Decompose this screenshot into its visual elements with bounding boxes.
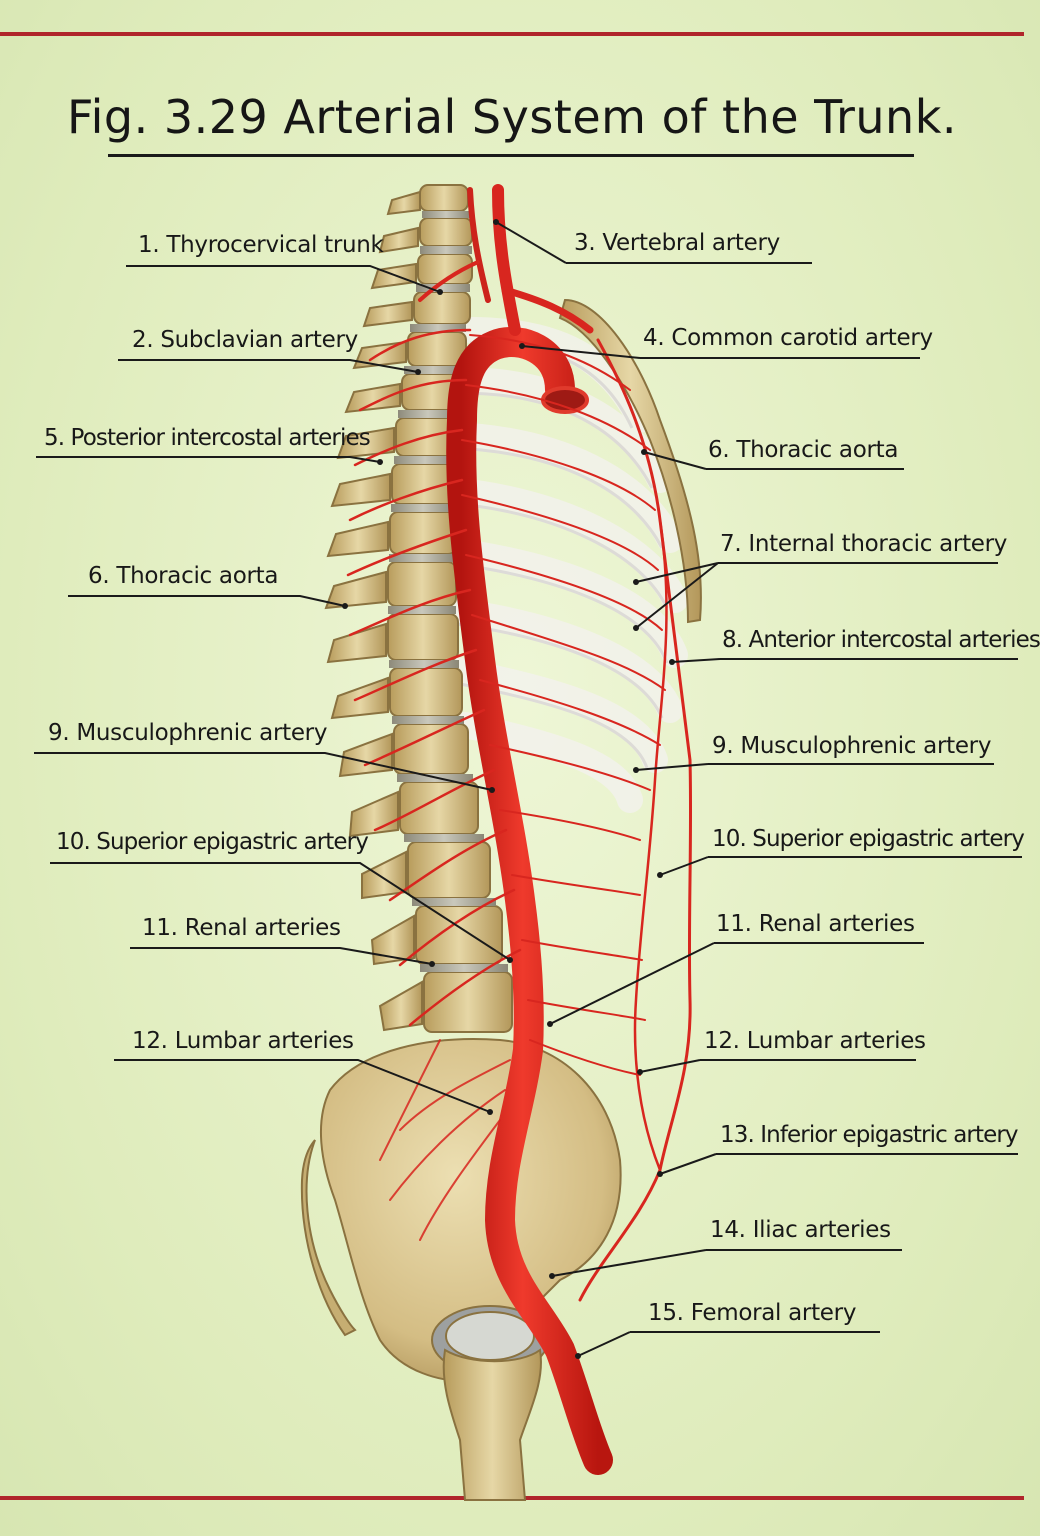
label-musculophrenic-artery-left: 9. Musculophrenic artery [48, 720, 328, 746]
sternum [558, 298, 702, 624]
label-subclavian-artery: 2. Subclavian artery [132, 327, 358, 353]
label-femoral-artery: 15. Femoral artery [648, 1300, 857, 1326]
vertebral-column [324, 184, 513, 1033]
label-posterior-intercostal-arteries: 5. Posterior intercostal arteries [44, 425, 371, 451]
label-iliac-arteries: 14. Iliac arteries [710, 1217, 891, 1243]
label-superior-epigastric-artery-right: 10. Superior epigastric artery [712, 826, 1025, 852]
label-thyrocervical-trunk: 1. Thyrocervical trunk [138, 232, 384, 258]
title-underline [108, 154, 914, 157]
label-anterior-intercostal-arteries: 8. Anterior intercostal arteries [722, 627, 1040, 653]
label-musculophrenic-artery-right: 9. Musculophrenic artery [712, 733, 992, 759]
label-thoracic-aorta-left: 6. Thoracic aorta [88, 563, 279, 589]
label-superior-epigastric-artery-left: 10. Superior epigastric artery [56, 829, 369, 855]
label-lumbar-arteries-right: 12. Lumbar arteries [704, 1028, 926, 1054]
aortic-lumen [541, 386, 589, 414]
figure-title: Fig. 3.29 Arterial System of the Trunk. [67, 90, 957, 144]
label-renal-arteries-right: 11. Renal arteries [716, 911, 915, 937]
label-lumbar-arteries-left: 12. Lumbar arteries [132, 1028, 354, 1054]
label-vertebral-artery: 3. Vertebral artery [574, 230, 780, 256]
top-frame-rule [0, 32, 1024, 36]
label-thoracic-aorta-right: 6. Thoracic aorta [708, 437, 899, 463]
arteries [346, 184, 693, 1475]
label-inferior-epigastric-artery: 13. Inferior epigastric artery [720, 1122, 1019, 1148]
leader-lines [34, 221, 1022, 1357]
label-internal-thoracic-artery: 7. Internal thoracic artery [720, 531, 1008, 557]
pelvis [300, 1038, 622, 1501]
leader-dots [342, 219, 675, 1359]
label-common-carotid-artery: 4. Common carotid artery [643, 325, 933, 351]
label-renal-arteries-left: 11. Renal arteries [142, 915, 341, 941]
